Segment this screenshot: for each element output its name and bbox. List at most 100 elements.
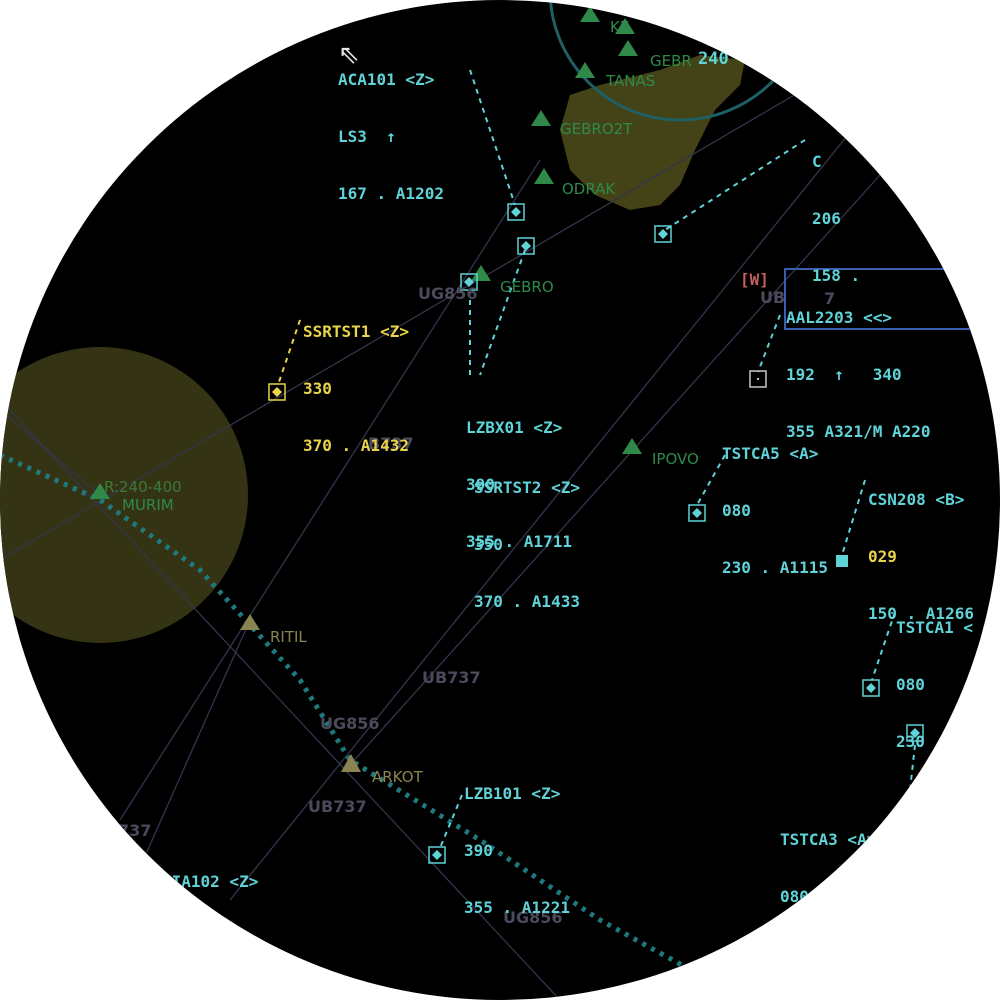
fix-triangle-top xyxy=(580,6,600,22)
fix-triangle-ritil xyxy=(240,614,260,630)
datablock-line3: 230 . A1 xyxy=(896,732,974,751)
datablock-ssrtst1[interactable]: SSRTST1 <Z> 330 370 . A1432 xyxy=(303,284,409,493)
datablock-callsign: LZB101 <Z> xyxy=(464,784,561,803)
fix-label-ke: KE xyxy=(610,18,630,36)
route-label-ug856-top: UG856 xyxy=(418,284,478,303)
datablock-lzb101[interactable]: LZB101 <Z> 390 355 . A1221 xyxy=(464,746,570,955)
fix-symbols xyxy=(90,6,642,772)
sector-ring xyxy=(548,0,812,122)
leader-lines xyxy=(439,69,916,849)
datablock-callsign: TSTCA5 <A> xyxy=(722,444,819,463)
fix-triangle-odrak xyxy=(534,168,554,184)
restricted-zone-murim xyxy=(0,347,248,643)
datablock-line2: 350 xyxy=(162,929,191,948)
datablock-line3: 355 . A1711 xyxy=(466,532,572,551)
datablock-callsign: C xyxy=(812,152,822,171)
datablock-callsign: ACA101 <Z> xyxy=(338,70,435,89)
target-c-top xyxy=(654,225,672,243)
datablock-line2: 206 xyxy=(812,209,841,228)
selected-datablock-frame xyxy=(784,268,1000,330)
fix-triangle-gebro2t xyxy=(531,110,551,126)
fix-label-arkot: ARKOT xyxy=(372,768,423,786)
fix-label-gebro: GEBRO xyxy=(500,278,554,296)
datablock-line3: 390 . A1206 xyxy=(162,986,268,1000)
fix-triangle-ke xyxy=(615,18,635,34)
target-lzbx01 xyxy=(517,237,535,255)
target-lzb101 xyxy=(428,846,446,864)
datablock-callsign: GIA102 <Z> xyxy=(162,872,259,891)
datablock-line3: 158 . xyxy=(812,266,861,285)
fix-triangle-murim xyxy=(90,483,110,499)
fix-triangle-gebro xyxy=(471,265,491,281)
route-label-ub737-mid: UB737 xyxy=(422,668,481,687)
zone-label-murim: R:240-400 xyxy=(104,478,182,496)
datablock-line2: 390 xyxy=(464,841,493,860)
datablock-callsign: TSTCA3 <A> xyxy=(780,830,877,849)
mouse-cursor-icon: ⇖ xyxy=(338,40,360,70)
route-label-b737-left: 737 xyxy=(118,821,152,840)
datablock-callsign: TSTCA1 < xyxy=(896,618,974,637)
datablock-callsign: SSRTST1 <Z> xyxy=(303,322,409,341)
datablock-tstca3[interactable]: TSTCA3 <A> 080 160 . A1 xyxy=(780,792,876,1000)
fix-triangle-gebr xyxy=(618,40,638,56)
route-label-b737-mid: B737 xyxy=(368,434,414,453)
datablock-line2: 350 xyxy=(474,535,503,554)
datablock-line3: 355 . A1221 xyxy=(464,898,570,917)
datablock-callsign: SSRTST2 <Z> xyxy=(474,478,580,497)
fix-triangle-ipovo xyxy=(622,438,642,454)
target-tstca1 xyxy=(862,679,880,697)
fix-label-murim: MURIM xyxy=(122,496,174,514)
datablock-line2: 192 ↑ 340 xyxy=(786,365,902,384)
datablock-line2: LS3 ↑ xyxy=(338,127,396,146)
datablock-lzbx01[interactable]: LZBX01 <Z> 390 355 . A1711 xyxy=(466,380,572,589)
route-label-ub737-low: UB737 xyxy=(308,797,367,816)
datablock-callsign: CSN208 <B> xyxy=(868,490,965,509)
datablock-tstca5[interactable]: TSTCA5 <A> 080 230 . A1115 xyxy=(722,406,828,615)
datablock-line3: 150 . A1266 xyxy=(868,604,974,623)
datablock-callsign: AAL2203 <<> xyxy=(786,308,892,327)
route-label-ug856-mid: UG856 xyxy=(320,714,380,733)
route-label-ug856-bottom: UG856 xyxy=(503,908,563,927)
target-aca101 xyxy=(507,203,525,221)
datablock-line2: 080 xyxy=(780,887,809,906)
datablock-line3: 160 . A1 xyxy=(780,944,858,963)
datablock-line3: 370 . A1432 xyxy=(303,436,409,455)
datablock-aca101[interactable]: ACA101 <Z> LS3 ↑ 167 . A1202 xyxy=(338,32,444,241)
target-ssrtst1 xyxy=(268,383,286,401)
datablock-ssrtst2[interactable]: SSRTST2 <Z> 350 370 . A1433 xyxy=(474,440,580,649)
fix-label-ritil: RITIL xyxy=(270,628,307,646)
datablock-line3: 355 A321/M A220 xyxy=(786,422,931,441)
datablock-line2: 330 xyxy=(303,379,332,398)
route-label-ub-right-2: 7 xyxy=(824,289,836,308)
datablock-line2: 029 xyxy=(868,547,897,566)
target-tstca3 xyxy=(906,724,924,742)
target-csn208 xyxy=(836,555,848,567)
target-aal2203 xyxy=(749,370,767,388)
datablock-line3: 370 . A1433 xyxy=(474,592,580,611)
route-label-ub-right: UB xyxy=(760,288,786,307)
airway-lines xyxy=(0,79,881,1000)
datablock-line3: 230 . A1115 xyxy=(722,558,828,577)
datablock-tstca1[interactable]: TSTCA1 < 080 230 . A1 xyxy=(896,580,973,789)
zone-label-north: 240 xyxy=(698,49,729,69)
aircraft-targets[interactable] xyxy=(268,203,924,864)
fix-label-tanas: TANAS xyxy=(606,72,656,90)
fix-label-gebr: GEBR xyxy=(650,52,692,70)
datablock-line2: 080 xyxy=(896,675,925,694)
datablock-gia102[interactable]: GIA102 <Z> 350 390 . A1206 xyxy=(162,834,268,1000)
datablock-line3: 167 . A1202 xyxy=(338,184,444,203)
target-ssrtst2 xyxy=(460,273,478,291)
fix-triangle-tanas xyxy=(575,62,595,78)
datablock-callsign: LZBX01 <Z> xyxy=(466,418,563,437)
fix-label-ipovo: IPOVO xyxy=(652,450,699,468)
datablock-line2: 080 xyxy=(722,501,751,520)
warning-label-aal2203[interactable]: [W] xyxy=(740,270,769,289)
fix-label-gebro2t: GEBRO2T xyxy=(560,120,633,138)
datablock-csn208[interactable]: CSN208 <B> 029 150 . A1266 xyxy=(868,452,974,661)
fix-label-odrak: ODRAK xyxy=(562,180,616,198)
datablock-c-top[interactable]: C 206 158 . xyxy=(812,114,860,323)
datablock-aal2203[interactable]: AAL2203 <<> 192 ↑ 340 355 A321/M A220 xyxy=(786,270,931,479)
target-tstca5 xyxy=(688,504,706,522)
